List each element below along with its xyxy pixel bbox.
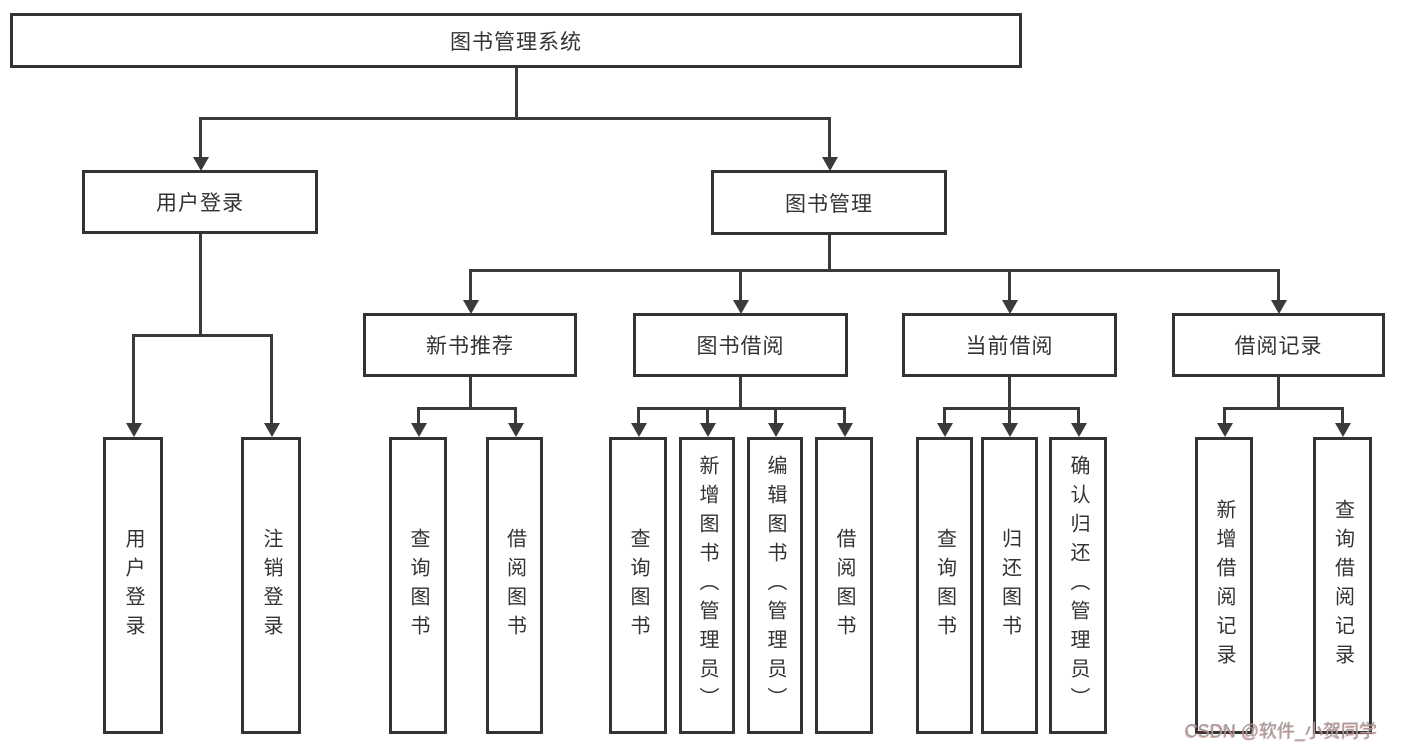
arrow-down-icon <box>837 423 853 437</box>
arrow-down-icon <box>733 300 749 314</box>
node-label: 图书管理 <box>785 192 873 216</box>
leaf-query-books-recommend: 查询图书 <box>389 437 447 734</box>
connector-line <box>1277 269 1280 301</box>
connector-line <box>1223 407 1226 425</box>
leaf-add-borrow-record: 新增借阅记录 <box>1195 437 1253 734</box>
leaf-label: 归还图书 <box>998 527 1021 644</box>
csdn-watermark: CSDN @软件_小贺同学 <box>1185 721 1378 741</box>
arrow-down-icon <box>411 423 427 437</box>
leaf-query-books-current: 查询图书 <box>916 437 973 734</box>
connector-line <box>943 407 946 425</box>
leaf-label: 查询图书 <box>407 527 429 644</box>
leaf-label: 新增图书（管理员） <box>696 455 718 716</box>
connector-line <box>1008 407 1011 425</box>
connector-line <box>199 117 202 159</box>
arrow-down-icon <box>631 423 647 437</box>
connector-line <box>132 334 273 337</box>
connector-line <box>199 234 202 336</box>
arrow-down-icon <box>700 423 716 437</box>
arrow-down-icon <box>264 423 280 437</box>
leaf-label: 借阅图书 <box>833 527 855 644</box>
connector-line <box>739 269 742 301</box>
leaf-confirm-return-admin: 确认归还（管理员） <box>1049 437 1107 734</box>
leaf-label: 查询图书 <box>627 527 649 644</box>
leaf-query-books-borrow: 查询图书 <box>609 437 667 734</box>
node-label: 图书管理系统 <box>450 30 582 54</box>
leaf-edit-books-admin: 编辑图书（管理员） <box>747 437 803 734</box>
arrow-down-icon <box>768 423 784 437</box>
leaf-borrow-books: 借阅图书 <box>815 437 873 734</box>
connector-line <box>515 68 518 119</box>
node-label: 新书推荐 <box>426 335 514 358</box>
connector-line <box>739 377 742 409</box>
leaf-user-login: 用户登录 <box>103 437 163 734</box>
connector-line <box>706 407 709 425</box>
node-book-management: 图书管理 <box>711 170 947 235</box>
arrow-down-icon <box>1002 423 1018 437</box>
connector-line <box>1008 377 1011 409</box>
node-library-management-system: 图书管理系统 <box>10 13 1022 68</box>
leaf-label: 新增借阅记录 <box>1213 498 1235 673</box>
leaf-label: 查询借阅记录 <box>1331 498 1354 673</box>
node-borrowing-records: 借阅记录 <box>1172 313 1385 377</box>
connector-line <box>1077 407 1080 425</box>
arrow-down-icon <box>822 157 838 171</box>
connector-line <box>843 407 846 425</box>
connector-line <box>469 377 472 409</box>
node-label: 用户登录 <box>156 192 244 215</box>
node-book-borrowing: 图书借阅 <box>633 313 848 377</box>
connector-line <box>417 407 517 410</box>
connector-line <box>1277 377 1280 409</box>
connector-line <box>637 407 846 410</box>
leaf-query-borrow-record: 查询借阅记录 <box>1313 437 1372 734</box>
node-label: 借阅记录 <box>1234 335 1323 358</box>
connector-line <box>828 117 831 159</box>
arrow-down-icon <box>1002 300 1018 314</box>
arrow-down-icon <box>1335 423 1351 437</box>
leaf-label: 注销登录 <box>260 527 282 644</box>
connector-line <box>943 407 1080 410</box>
arrow-down-icon <box>937 423 953 437</box>
connector-line <box>270 334 273 425</box>
leaf-label: 确认归还（管理员） <box>1067 455 1089 716</box>
arrow-down-icon <box>193 157 209 171</box>
connector-line <box>514 407 517 425</box>
connector-line <box>774 407 777 425</box>
arrow-down-icon <box>463 300 479 314</box>
connector-line <box>828 235 831 271</box>
arrow-down-icon <box>126 423 142 437</box>
leaf-label: 编辑图书（管理员） <box>764 455 786 716</box>
leaf-label: 借阅图书 <box>503 527 526 644</box>
connector-line <box>1223 407 1344 410</box>
leaf-label: 用户登录 <box>122 527 144 644</box>
node-label: 当前借阅 <box>965 335 1054 358</box>
leaf-add-books-admin: 新增图书（管理员） <box>679 437 735 734</box>
connector-line <box>132 334 135 425</box>
arrow-down-icon <box>1217 423 1233 437</box>
node-current-borrowing: 当前借阅 <box>902 313 1117 377</box>
node-new-book-recommend: 新书推荐 <box>363 313 577 377</box>
leaf-return-books: 归还图书 <box>981 437 1038 734</box>
node-user-login: 用户登录 <box>82 170 318 234</box>
connector-line <box>469 269 1280 272</box>
connector-line <box>469 269 472 301</box>
arrow-down-icon <box>1071 423 1087 437</box>
connector-line <box>199 117 830 120</box>
connector-line <box>1341 407 1344 425</box>
node-label: 图书借阅 <box>696 335 785 358</box>
connector-line <box>417 407 420 425</box>
arrow-down-icon <box>508 423 524 437</box>
connector-line <box>637 407 640 425</box>
leaf-borrow-books-recommend: 借阅图书 <box>486 437 543 734</box>
connector-line <box>1008 269 1011 301</box>
leaf-logout: 注销登录 <box>241 437 301 734</box>
leaf-label: 查询图书 <box>933 527 956 644</box>
arrow-down-icon <box>1271 300 1287 314</box>
